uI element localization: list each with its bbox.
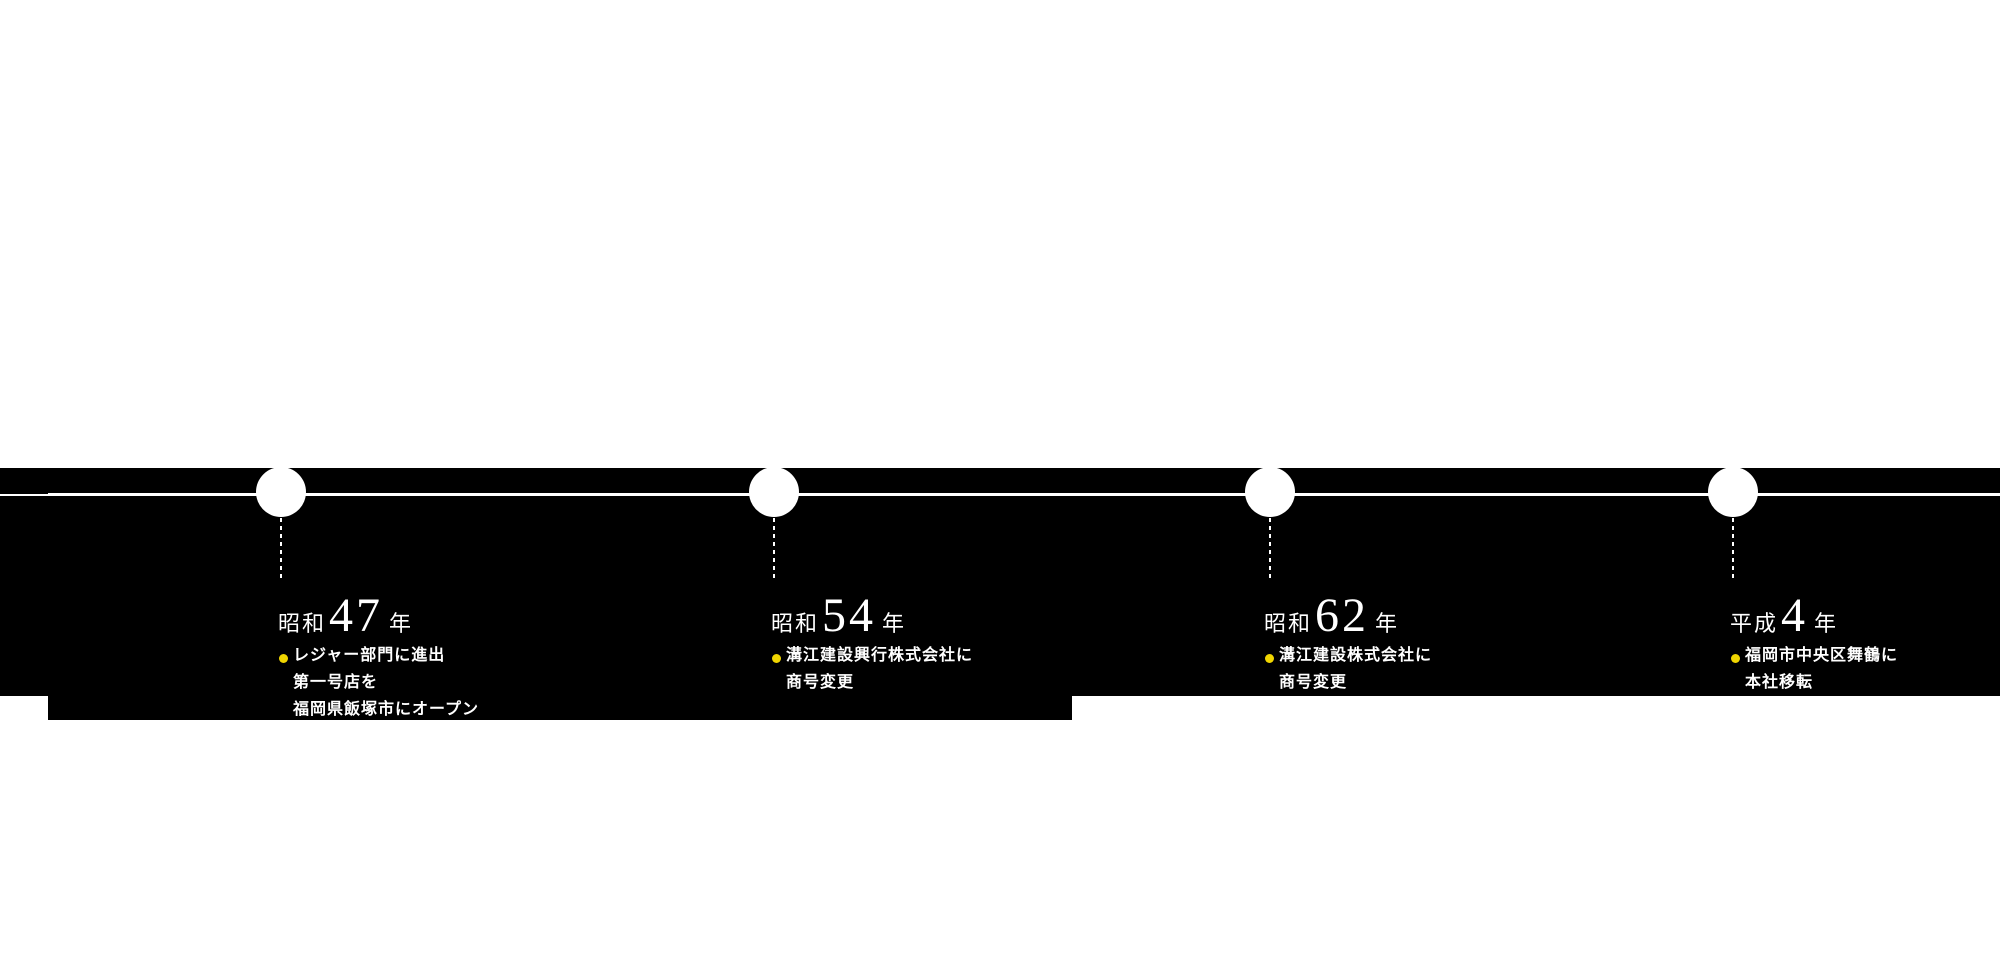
event-text: 溝江建設株式会社に 商号変更 (1279, 642, 1432, 696)
bullet-dot-icon (1731, 654, 1740, 663)
bullet-dot-icon (772, 654, 781, 663)
timeline-item-heisei4: 平成 4 年 福岡市中央区舞鶴に 本社移転 (1730, 592, 2000, 732)
event-text: 福岡市中央区舞鶴に 本社移転 (1745, 642, 1898, 696)
era-label: 昭和 47 年 (278, 592, 411, 640)
era-label: 昭和 62 年 (1264, 592, 1397, 640)
era-label: 平成 4 年 (1730, 592, 1836, 640)
event-line: 第一号店を (293, 674, 379, 691)
event-line: レジャー部門に進出 (293, 647, 446, 664)
era-number: 47 (329, 589, 384, 642)
timeline-rule (48, 493, 2000, 496)
timeline-item-showa62: 昭和 62 年 溝江建設株式会社に 商号変更 (1264, 592, 1734, 732)
timeline-dropline-2 (773, 518, 775, 578)
era-label: 昭和 54 年 (771, 592, 904, 640)
era-prefix: 昭和 (771, 611, 820, 636)
era-number: 4 (1781, 589, 1809, 642)
era-prefix: 昭和 (1264, 611, 1313, 636)
bullet-dot-icon (1265, 654, 1274, 663)
timeline-node-4 (1708, 467, 1758, 517)
era-suffix: 年 (1814, 611, 1837, 636)
timeline-item-showa54: 昭和 54 年 溝江建設興行株式会社に 商号変更 (771, 592, 1241, 732)
event-text: 溝江建設興行株式会社に 商号変更 (786, 642, 973, 696)
timeline-node-2 (749, 467, 799, 517)
era-suffix: 年 (882, 611, 905, 636)
event-line: 溝江建設興行株式会社に (786, 647, 974, 664)
event-line: 福岡市中央区舞鶴に (1745, 647, 1899, 664)
era-number: 54 (822, 589, 877, 642)
event-line: 本社移転 (1745, 674, 1814, 691)
era-suffix: 年 (389, 611, 412, 636)
timeline-rule-left-segment (0, 494, 48, 496)
era-prefix: 昭和 (278, 611, 327, 636)
event-line: 福岡県飯塚市にオープン (293, 701, 480, 718)
timeline-band-extension (48, 696, 1072, 720)
era-number: 62 (1315, 589, 1370, 642)
timeline-dropline-3 (1269, 518, 1271, 578)
event-line: 溝江建設株式会社に (1279, 647, 1433, 664)
event-text: レジャー部門に進出 第一号店を 福岡県飯塚市にオープン (293, 642, 479, 723)
era-prefix: 平成 (1730, 611, 1779, 636)
timeline-band (0, 468, 2000, 696)
era-suffix: 年 (1375, 611, 1398, 636)
timeline-item-showa47: 昭和 47 年 レジャー部門に進出 第一号店を 福岡県飯塚市にオープン (278, 592, 748, 732)
event-line: 商号変更 (786, 674, 855, 691)
timeline-dropline-1 (280, 518, 282, 578)
timeline-node-1 (256, 467, 306, 517)
bullet-dot-icon (279, 654, 288, 663)
timeline-dropline-4 (1732, 518, 1734, 578)
timeline-node-3 (1245, 467, 1295, 517)
event-line: 商号変更 (1279, 674, 1348, 691)
